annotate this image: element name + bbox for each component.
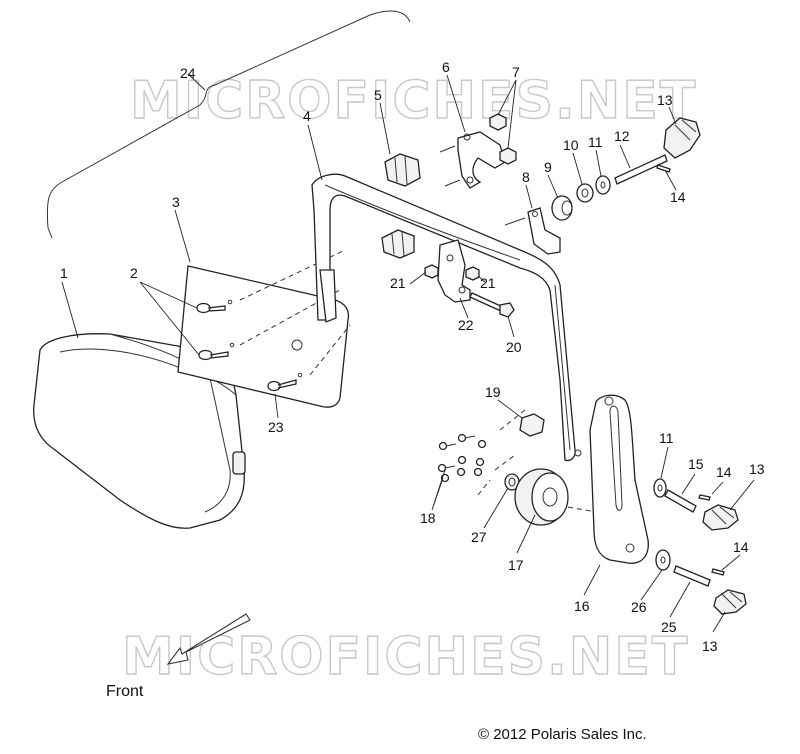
callout-2: 2 (130, 265, 138, 281)
callout-26: 26 (631, 599, 647, 615)
callout-4: 4 (303, 108, 311, 124)
callout-10: 10 (563, 137, 579, 153)
front-arrow (166, 613, 251, 665)
callout-24: 24 (180, 65, 196, 81)
part-13-latch-lower (713, 589, 747, 615)
callout-21-right: 21 (480, 275, 496, 291)
callout-12: 12 (614, 128, 630, 144)
callout-9: 9 (544, 159, 552, 175)
leader-lines (61, 73, 755, 633)
part-16-side-bracket (589, 394, 649, 564)
copyright: © 2012 Polaris Sales Inc. (478, 726, 647, 743)
part-13-latch-mid (702, 504, 739, 531)
part-18-hardware (437, 409, 526, 496)
front-label: Front (106, 683, 144, 700)
callout-14-mid: 14 (716, 464, 732, 480)
callout-8: 8 (522, 169, 530, 185)
cushion-clip (232, 451, 246, 475)
watermark-bottom: MICROFICHES.NET (122, 627, 689, 687)
callout-13-mid: 13 (749, 461, 765, 477)
part-4-frame (311, 173, 582, 462)
plate-hole (291, 339, 303, 351)
callout-6: 6 (442, 59, 450, 75)
part-25-pin (673, 565, 711, 587)
callout-19: 19 (485, 384, 501, 400)
part-26-washer (655, 549, 671, 571)
callout-17: 17 (508, 557, 524, 573)
part-9-spacer (551, 195, 573, 221)
callout-23: 23 (268, 419, 284, 435)
callout-13-lower: 13 (702, 638, 718, 654)
part-24-outline (46, 10, 411, 239)
part-14-pin-mid (698, 494, 711, 501)
callout-25: 25 (661, 619, 677, 635)
callout-16: 16 (574, 598, 590, 614)
part-14-pin-top (656, 164, 671, 173)
part-2-rivets (196, 302, 229, 361)
part-1-cushion (33, 333, 246, 529)
part-3-plate (177, 249, 351, 408)
callout-15: 15 (688, 456, 704, 472)
part-20-bolt (469, 292, 515, 318)
callout-14-top: 14 (670, 189, 686, 205)
callout-22: 22 (458, 317, 474, 333)
part-10-bushing (576, 183, 594, 203)
callout-13-top: 13 (657, 92, 673, 108)
callout-21-left: 21 (390, 275, 406, 291)
arrow-icon (166, 613, 251, 665)
callout-14-lower: 14 (733, 539, 749, 555)
callout-5: 5 (374, 87, 382, 103)
part-17-roller (514, 468, 597, 526)
part-13-latch-top (663, 117, 701, 159)
callout-11-lower: 11 (659, 430, 674, 446)
part-11-washer-lower (653, 478, 667, 498)
callout-3: 3 (172, 194, 180, 210)
part-15-pin (664, 489, 697, 513)
callouts: 1 2 3 4 5 6 7 8 9 10 11 12 13 14 21 21 2… (60, 59, 765, 654)
callout-1: 1 (60, 265, 68, 281)
callout-27: 27 (471, 529, 487, 545)
part-7-nuts (489, 113, 517, 165)
callout-11-top: 11 (588, 134, 603, 150)
part-6-bracket (439, 131, 506, 189)
part-12-pin (614, 154, 668, 185)
callout-7: 7 (512, 64, 520, 80)
part-19-bushing (519, 413, 545, 437)
watermark-top: MICROFICHES.NET (130, 71, 697, 131)
part-23-rivet (267, 379, 297, 392)
frame-bracket-left (319, 269, 337, 323)
part-11-washer-top (595, 175, 611, 195)
part-14-pin-lower (711, 568, 725, 576)
part-5-clamps (381, 153, 421, 259)
callout-20: 20 (506, 339, 522, 355)
callout-18: 18 (420, 510, 436, 526)
part-8-bracket (504, 207, 561, 255)
part-22-mount (437, 239, 471, 303)
